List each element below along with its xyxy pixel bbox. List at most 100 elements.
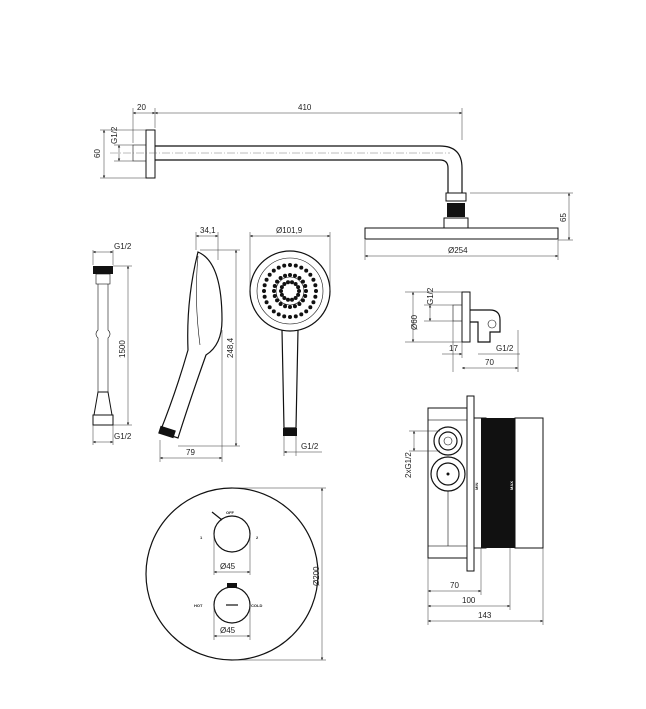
nozzle-dot <box>267 272 272 277</box>
nozzle-dot <box>304 268 309 273</box>
dim-thermostat-diameter: Ø45 <box>220 626 236 635</box>
nozzle-dot <box>271 309 276 314</box>
nozzle-dot <box>313 283 318 288</box>
nozzle-dot <box>285 280 290 285</box>
nozzle-dot <box>313 294 318 299</box>
dim-hand-thread: G1/2 <box>301 442 319 451</box>
label-max: MAX <box>509 481 514 490</box>
dim-box-70: 70 <box>450 581 459 590</box>
dim-head-height: 65 <box>559 213 568 222</box>
nozzle-dot <box>279 289 283 293</box>
nozzle-dot <box>292 273 297 278</box>
nozzle-dot <box>308 272 313 277</box>
nozzle-dot <box>275 298 280 303</box>
dim-diverter-diameter: Ø45 <box>220 562 236 571</box>
label-outlet-2: 2 <box>256 535 259 540</box>
dim-box-100: 100 <box>462 596 476 605</box>
nozzle-dot <box>293 314 298 319</box>
label-min: MIN <box>474 483 479 490</box>
nozzle-dot <box>262 283 267 288</box>
nozzle-dot <box>262 289 266 293</box>
nozzle-dot <box>293 281 298 286</box>
nozzle-dot <box>275 279 280 284</box>
dim-hose-thread-bottom: G1/2 <box>114 432 132 441</box>
nozzle-dot <box>285 297 290 302</box>
dim-outlet-thread: G1/2 <box>426 287 435 305</box>
nozzle-dot <box>303 284 308 289</box>
nozzle-dot <box>278 276 283 281</box>
shower-arm-dimensions: 20 410 60 G1/2 65 Ø254 <box>93 103 573 260</box>
nozzle-dot <box>297 289 301 293</box>
nozzle-dot <box>288 263 292 267</box>
nozzle-dot <box>299 265 304 270</box>
nozzle-dot <box>314 289 318 293</box>
dim-arm-offset: 20 <box>137 103 146 112</box>
nozzle-dot <box>288 273 292 277</box>
nozzle-dot <box>282 296 287 301</box>
dim-hand-width: 79 <box>186 448 195 457</box>
nozzle-dot <box>303 293 308 298</box>
label-hot: HOT <box>194 603 203 608</box>
valve-box: MIN MAX 2xG1/2 70 100 143 <box>404 395 544 625</box>
hand-shower-side: 34,1 248,4 79 <box>158 226 240 462</box>
nozzle-dot <box>296 285 301 290</box>
hand-shower-front: Ø101,9 G1/2 <box>249 226 331 456</box>
dim-outlet-depth: 17 <box>449 344 458 353</box>
label-off: OFF <box>226 510 235 515</box>
nozzle-dot <box>278 301 283 306</box>
label-cold: COLD <box>251 603 262 608</box>
dim-hand-thickness: 34,1 <box>200 226 216 235</box>
dim-outlet-length: 70 <box>485 358 494 367</box>
nozzle-dot <box>299 312 304 317</box>
wall-outlet: Ø60 G1/2 17 G1/2 70 <box>405 287 520 372</box>
nozzle-dot <box>300 298 305 303</box>
dim-hand-length: 248,4 <box>226 337 235 358</box>
dim-arm-length: 410 <box>298 103 312 112</box>
dim-outlet-thread-bottom: G1/2 <box>496 344 514 353</box>
nozzle-dot <box>271 268 276 273</box>
shower-arm <box>110 129 469 229</box>
nozzle-dot <box>267 305 272 310</box>
nozzle-dot <box>283 273 288 278</box>
nozzle-dot <box>304 309 309 314</box>
nozzle-dot <box>293 263 298 268</box>
nozzle-dot <box>282 263 287 268</box>
nozzle-dot <box>276 312 281 317</box>
nozzle-dot <box>276 265 281 270</box>
nozzle-dot <box>293 296 298 301</box>
shower-hose: G1/2 1500 G1/2 <box>92 242 132 445</box>
nozzle-dot <box>296 292 301 297</box>
dim-head-diameter: Ø254 <box>448 246 468 255</box>
nozzle-dot <box>290 297 295 302</box>
nozzle-dot <box>297 301 302 306</box>
label-outlet-1: 1 <box>200 535 203 540</box>
dim-arm-thread: G1/2 <box>110 126 119 144</box>
nozzle-dot <box>272 293 277 298</box>
nozzle-dot <box>283 304 288 309</box>
dim-hand-diameter: Ø101,9 <box>276 226 303 235</box>
trim-plate: OFF 1 2 Ø45 HOT COLD Ø45 Ø200 <box>145 487 326 661</box>
nozzle-dot <box>282 281 287 286</box>
nozzle-dot <box>279 285 284 290</box>
nozzle-dot <box>279 292 284 297</box>
nozzle-dot <box>300 279 305 284</box>
nozzle-dot <box>282 314 287 319</box>
overhead-shower <box>364 227 559 240</box>
dim-outlet-diameter: Ø60 <box>410 314 419 330</box>
dim-arm-height: 60 <box>93 149 102 158</box>
nozzle-dot <box>264 300 269 305</box>
nozzle-dot <box>288 305 292 309</box>
nozzle-dot <box>308 305 313 310</box>
nozzle-dot <box>262 294 267 299</box>
nozzle-dot <box>304 289 308 293</box>
nozzle-dot <box>272 289 276 293</box>
dim-hose-length: 1500 <box>118 340 127 358</box>
nozzle-dot <box>292 304 297 309</box>
nozzle-dot <box>288 315 292 319</box>
nozzle-dot <box>297 276 302 281</box>
nozzle-dot <box>290 280 295 285</box>
dim-plate-diameter: Ø200 <box>312 566 321 586</box>
nozzle-dot <box>311 277 316 282</box>
nozzle-dot <box>311 300 316 305</box>
